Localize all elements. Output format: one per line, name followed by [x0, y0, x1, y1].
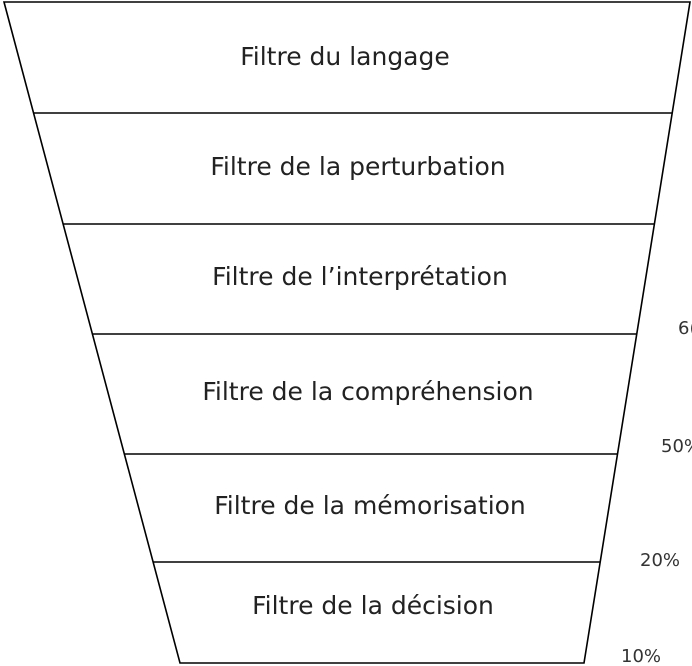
- percentage-label-2: 50%: [661, 436, 692, 457]
- stage-label-interpretation: Filtre de l’interprétation: [212, 262, 508, 291]
- percentage-label-4: 10%: [621, 646, 661, 666]
- stage-label-memorisation: Filtre de la mémorisation: [214, 491, 526, 520]
- stage-label-langage: Filtre du langage: [240, 42, 450, 71]
- stage-label-perturbation: Filtre de la perturbation: [210, 152, 505, 181]
- percentage-label-3: 20%: [640, 550, 680, 571]
- stage-label-decision: Filtre de la décision: [252, 591, 494, 620]
- stage-label-comprehension: Filtre de la compréhension: [202, 377, 533, 406]
- funnel-dividers: [33, 112, 673, 563]
- percentage-label-1: 6(: [678, 318, 692, 339]
